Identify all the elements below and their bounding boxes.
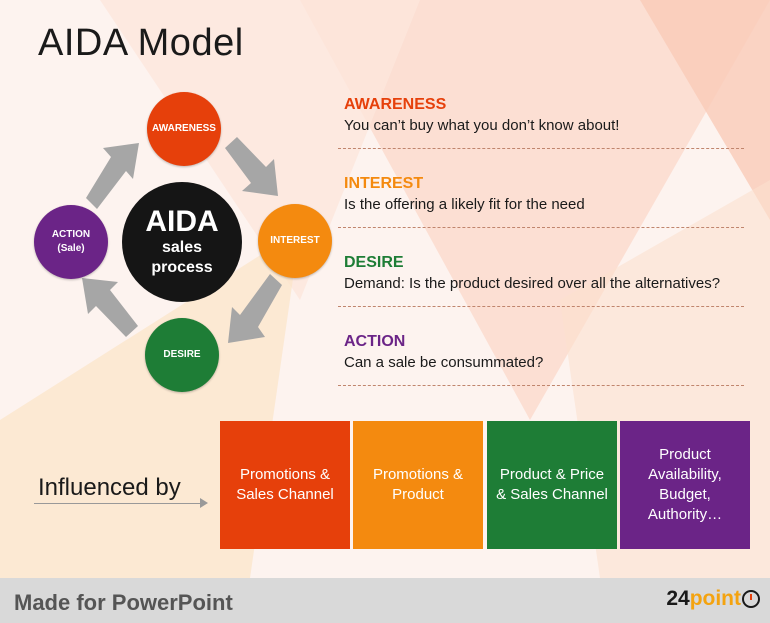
- aida-center-circle: AIDA sales process: [122, 182, 242, 302]
- arrow-desire-to-action: [82, 278, 138, 337]
- stage-description: Demand: Is the product desired over all …: [344, 275, 721, 292]
- stage-desire: DESIRE Demand: Is the product desired ov…: [338, 253, 744, 307]
- interest-circle: INTEREST: [258, 204, 332, 278]
- influenced-arrow-icon: [200, 498, 208, 508]
- stage-divider: [338, 385, 744, 386]
- stage-divider: [338, 227, 744, 228]
- footer-bar: Made for PowerPoint 24 point: [0, 578, 770, 623]
- action-circle-sublabel: (Sale): [57, 243, 85, 254]
- influence-box-2: Promotions & Product: [353, 421, 483, 549]
- arrow-awareness-to-interest: [225, 137, 278, 196]
- brand-logo: 24 point: [666, 587, 760, 611]
- influenced-line: [34, 503, 204, 504]
- center-line-2: sales: [161, 239, 203, 256]
- center-line-3: process: [151, 259, 213, 276]
- stage-description: Is the offering a likely fit for the nee…: [344, 196, 585, 213]
- stage-description: You can’t buy what you don’t know about!: [344, 117, 620, 134]
- stage-heading: INTEREST: [344, 175, 424, 192]
- slide-title: AIDA Model: [38, 22, 244, 64]
- clock-icon: [742, 590, 760, 608]
- arrow-action-to-awareness: [86, 143, 139, 209]
- desire-circle: DESIRE: [145, 318, 219, 392]
- action-circle-label: ACTION: [51, 229, 91, 240]
- influence-box-1: Promotions & Sales Channel: [220, 421, 350, 549]
- center-title: AIDA: [145, 205, 219, 238]
- action-circle: ACTION (Sale): [34, 205, 108, 279]
- awareness-circle: AWARENESS: [147, 92, 221, 166]
- slide: AIDA Model AWARENESS INTEREST DESIRE ACT…: [0, 0, 770, 578]
- cycle-arrows: [82, 137, 282, 343]
- arrow-interest-to-desire: [228, 274, 282, 343]
- stage-heading: AWARENESS: [344, 96, 447, 113]
- stage-divider: [338, 306, 744, 307]
- footer-text: Made for PowerPoint: [14, 590, 233, 615]
- stage-divider: [338, 148, 744, 149]
- stage-heading: DESIRE: [344, 254, 404, 271]
- stage-description: Can a sale be consummated?: [344, 354, 544, 371]
- logo-number: 24: [666, 587, 690, 610]
- stage-heading: ACTION: [344, 333, 406, 350]
- stage-interest: INTEREST Is the offering a likely fit fo…: [338, 174, 744, 228]
- logo-word: point: [689, 587, 741, 610]
- stage-action: ACTION Can a sale be consummated?: [338, 332, 744, 386]
- influence-box-3: Product & Price & Sales Channel: [487, 421, 617, 549]
- influenced-by-label: Influenced by: [38, 474, 181, 501]
- stage-awareness: AWARENESS You can’t buy what you don’t k…: [338, 95, 744, 149]
- influence-box-4: Product Availability, Budget, Authority…: [620, 421, 750, 549]
